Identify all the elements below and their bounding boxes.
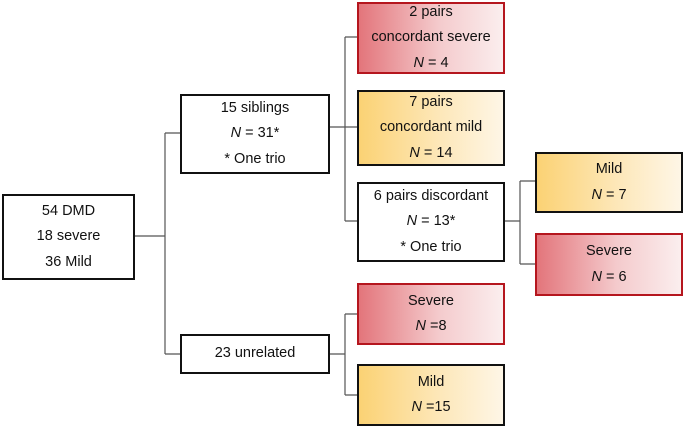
root-total: 54 DMD [41,202,96,219]
discordant-box: 6 pairs discordant N = 13* * One trio [357,182,505,262]
concordant-severe-count: N = 4 [413,54,449,71]
unrelated-title: 23 unrelated [214,345,296,362]
discordant-note: * One trio [400,238,462,255]
root-mild: 36 Mild [45,253,92,270]
siblings-note: * One trio [224,150,286,167]
siblings-title: 15 siblings [220,99,290,116]
siblings-count: N = 31* [230,125,280,142]
concordant-severe-box: 2 pairs concordant severe N = 4 [357,2,505,74]
unrelated-severe-count: N =8 [415,318,447,334]
discordant-title: 6 pairs discordant [373,187,489,204]
unrelated-box: 23 unrelated [180,334,330,374]
concordant-mild-box: 7 pairs concordant mild N = 14 [357,90,505,166]
unrelated-mild-box: Mild N =15 [357,364,505,426]
unrelated-mild-title: Mild [417,373,445,390]
root-box: 54 DMD 18 severe 36 Mild [2,194,135,280]
concordant-severe-label: concordant severe [371,29,491,46]
concordant-severe-pairs: 2 pairs [409,3,453,20]
concordant-mild-count: N = 14 [409,144,453,161]
unrelated-severe-title: Severe [408,292,454,309]
root-severe: 18 severe [36,228,101,245]
discordant-severe-box: Severe N = 6 [535,233,683,296]
discordant-severe-title: Severe [586,243,632,260]
discordant-mild-box: Mild N = 7 [535,152,683,213]
unrelated-mild-count: N =15 [411,399,451,415]
concordant-mild-label: concordant mild [379,119,483,136]
unrelated-severe-box: Severe N =8 [357,283,505,345]
discordant-severe-count: N = 6 [591,268,627,285]
siblings-box: 15 siblings N = 31* * One trio [180,94,330,174]
discordant-mild-count: N = 7 [591,186,627,203]
discordant-count: N = 13* [406,213,456,230]
discordant-mild-title: Mild [595,161,623,178]
concordant-mild-pairs: 7 pairs [409,93,453,110]
